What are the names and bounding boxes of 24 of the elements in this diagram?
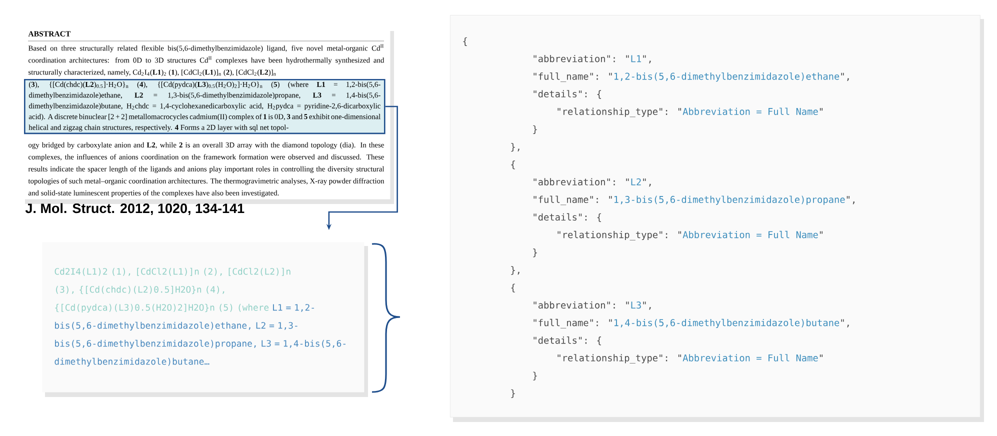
code-line: } [533, 372, 537, 380]
code-line: "details": { [534, 336, 601, 346]
code-line: "full_name": " 1,2-bis(5,6-dimethylbenzimidazole)ethane ", [534, 72, 849, 82]
code-line: }, [511, 266, 520, 275]
code-line: "relationship_type": " Abbreviation = Full Name " [558, 108, 823, 118]
code-line: }, [511, 142, 520, 152]
code-card [450, 15, 984, 422]
code-line: { [463, 37, 467, 46]
code-line: "relationship_type": " Abbreviation = Full Name " [558, 230, 823, 240]
code-line: } [533, 248, 537, 258]
code-line: } [511, 389, 515, 398]
snippet-box: Cd2I4(L1)2 (1), [CdCl2(L1)]n (2), [CdCl2(L2)]n (3), {[Cd(chdc)(L2)0.5]H2O}n (4), {[Cd(pydca)(L3)0.5(H2O)2]H2O}n (5) (where L1 = 1,2-bis(5,6-dimethylbenzimidazole)ethane, L2 = 1,3-bis(5,6-dimethylbenzimidazole)propane, L3 = 1,4-bis(5,6-dimethylbenzimidazole)butane… [42, 242, 368, 397]
code-line: "full_name": " 1,4-bis(5,6-dimethylbenzimidazole)butane ", [534, 318, 849, 328]
code-line: "details": { [534, 90, 601, 99]
code-line: "abbreviation": " L3 ", [534, 301, 651, 310]
code-line: "details": { [534, 213, 601, 222]
code-line: "abbreviation": " L2 ", [534, 178, 651, 187]
code-line: { [511, 284, 515, 292]
code-line: "abbreviation": " L1 ", [534, 54, 651, 64]
code-line: } [533, 125, 537, 134]
code-line: "relationship_type": " Abbreviation = Full Name " [558, 354, 823, 364]
citation: J. Mol. Struct. 2012, 1020, 134-141 [25, 203, 244, 216]
code-line: "full_name": " 1,3-bis(5,6-dimethylbenzimidazole)propane ", [534, 196, 854, 206]
code-line: { [511, 160, 515, 170]
